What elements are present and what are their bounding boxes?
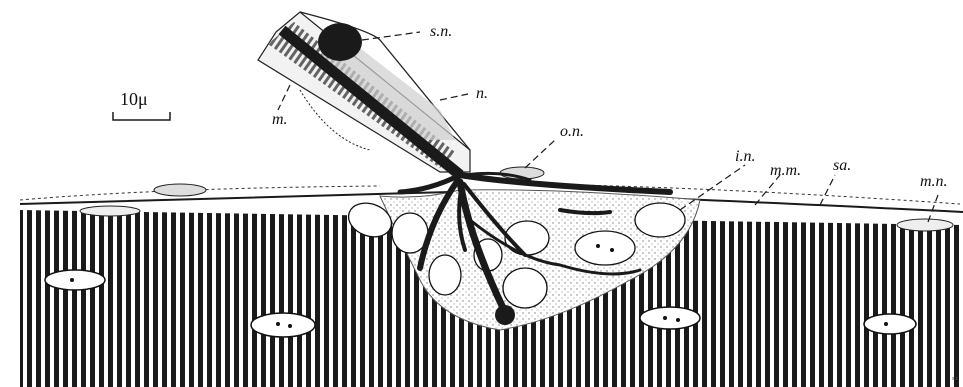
label-mm: m.m. [770, 163, 801, 179]
scale-bar-label: 10μ [120, 90, 148, 108]
label-n: n. [476, 86, 488, 102]
scale-bar [113, 112, 170, 120]
muscle-nucleus [640, 307, 700, 329]
label-mn: m.n. [920, 174, 948, 190]
axon [282, 30, 460, 175]
muscle-nucleus [45, 270, 105, 290]
label-in: i.n. [735, 149, 755, 165]
schwann-nucleus [318, 23, 362, 61]
muscle-nucleus [251, 313, 315, 337]
muscle-nucleus [864, 314, 916, 334]
surface-nucleus [154, 184, 206, 196]
label-sa: sa. [833, 158, 851, 174]
svg-text:x.t.: x.t. [952, 376, 959, 382]
membrane-nucleus [897, 219, 953, 231]
label-m: m. [272, 112, 288, 128]
label-sn: s.n. [430, 24, 452, 40]
surface-nucleus [80, 206, 140, 216]
label-on: o.n. [560, 124, 584, 140]
